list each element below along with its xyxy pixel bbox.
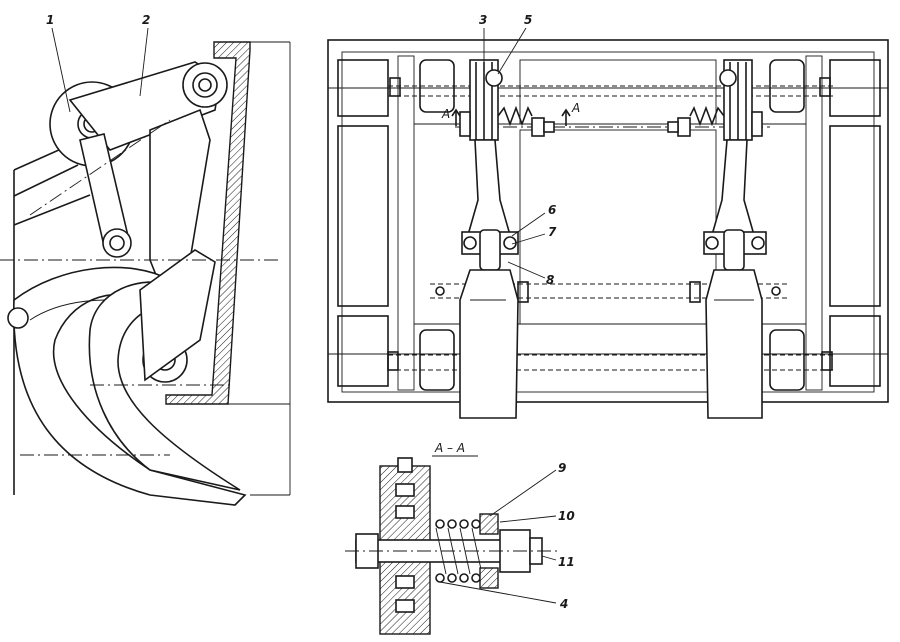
callout-7: 7 — [548, 225, 557, 239]
cut-mark-left: A — [441, 107, 450, 121]
callout-4: 4 — [559, 597, 568, 611]
callout-6: 6 — [548, 203, 556, 217]
section-view: A – A — [345, 441, 560, 635]
callout-labels: 1 2 3 5 6 7 8 9 10 11 4 — [46, 13, 575, 611]
right-mechanism — [667, 59, 767, 419]
callout-11: 11 — [558, 555, 575, 569]
callout-2: 2 — [142, 13, 150, 27]
front-view: A A — [327, 27, 889, 419]
side-view — [0, 27, 291, 506]
callout-5: 5 — [524, 13, 532, 27]
frame-outer — [327, 39, 889, 403]
callout-10: 10 — [558, 509, 575, 523]
hook — [13, 266, 247, 506]
housing-wall — [165, 41, 251, 405]
callout-3: 3 — [479, 13, 487, 27]
section-title: A – A — [434, 441, 465, 455]
callout-8: 8 — [546, 273, 554, 287]
left-mechanism — [459, 59, 555, 419]
callout-9: 9 — [558, 461, 566, 475]
cut-mark-right: A — [571, 101, 580, 115]
callout-1: 1 — [46, 13, 54, 27]
